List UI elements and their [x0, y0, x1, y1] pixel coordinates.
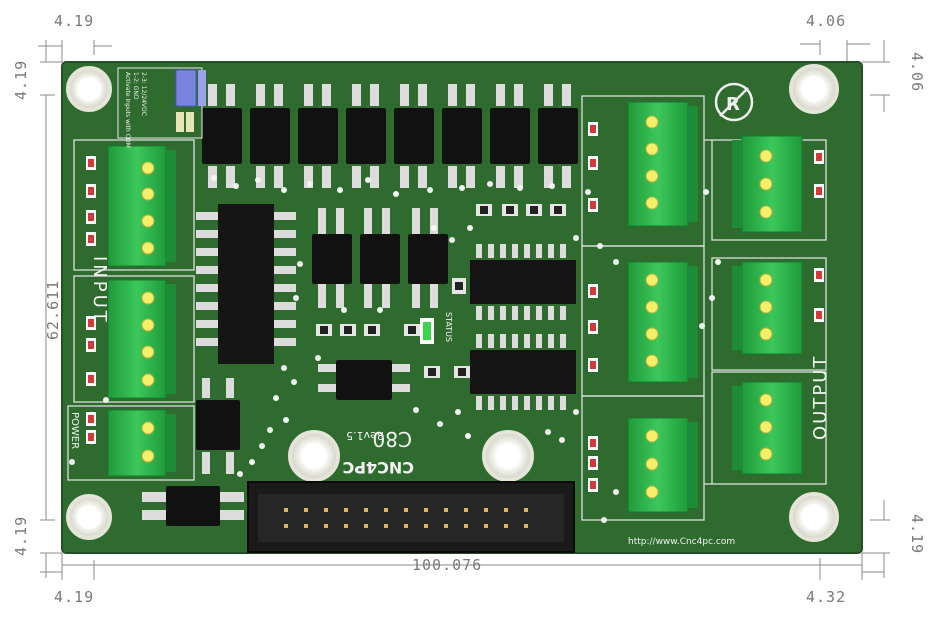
svg-text:R: R — [726, 94, 740, 115]
rohs-logo-icon: R — [714, 82, 754, 122]
vias — [69, 175, 721, 523]
logo-text: CNC4PC — [343, 458, 414, 477]
dimension-lines — [38, 40, 890, 580]
silkscreen-outlines — [67, 95, 827, 521]
small-ic-center — [318, 360, 410, 400]
small-ic-left — [196, 378, 240, 474]
jumper-note-2: 1-2: GND — [132, 72, 139, 100]
input-terminal-block-2 — [107, 279, 176, 399]
soic-chips — [470, 244, 576, 410]
small-ic-bottom — [142, 486, 244, 526]
dim-top-left-width: 4.19 — [54, 12, 94, 30]
input-label: INPUT — [89, 256, 110, 325]
dim-right-bottom-height: 4.19 — [908, 514, 926, 554]
regulators — [312, 208, 448, 308]
dim-bottom-right-width: 4.32 — [806, 588, 846, 606]
dim-left-bottom-height: 4.19 — [12, 516, 30, 556]
red-leds — [86, 122, 824, 492]
output-label: OUTPUT — [810, 355, 831, 440]
dim-board-height: 62.611 — [44, 280, 62, 340]
output-terminal-block-1 — [627, 101, 698, 227]
output-terminal-block-4 — [732, 135, 803, 233]
idc-header-connector — [247, 481, 575, 553]
jumper-block — [117, 67, 206, 139]
input-terminal-block-1 — [107, 145, 176, 267]
status-label: STATUS — [444, 312, 453, 342]
optocoupler-row — [202, 84, 578, 188]
dim-top-right-width: 4.06 — [806, 12, 846, 30]
smd-resistors — [316, 204, 566, 378]
power-terminal-block — [107, 409, 176, 477]
url-label: http://www.Cnc4pc.com — [628, 537, 735, 547]
output-terminal-block-6 — [732, 381, 803, 475]
dim-left-top-height: 4.19 — [12, 60, 30, 100]
output-terminal-block-5 — [732, 261, 803, 355]
revision-label: Rev1.5 — [346, 429, 384, 442]
output-terminal-block-3 — [627, 417, 698, 513]
dim-board-width: 100.076 — [412, 556, 482, 574]
power-label: POWER — [69, 412, 80, 449]
jumper-note-1: Activate Inputs with COM — [124, 72, 131, 148]
output-terminal-block-2 — [627, 261, 698, 383]
dim-bottom-left-width: 4.19 — [54, 588, 94, 606]
status-led — [420, 318, 434, 344]
main-ic — [196, 204, 296, 364]
mounting-holes — [66, 64, 839, 542]
dim-right-top-height: 4.06 — [908, 52, 926, 92]
board-name-label: C80 — [373, 427, 412, 451]
jumper-note-3: 2-3: 12/24VDC — [140, 72, 147, 116]
